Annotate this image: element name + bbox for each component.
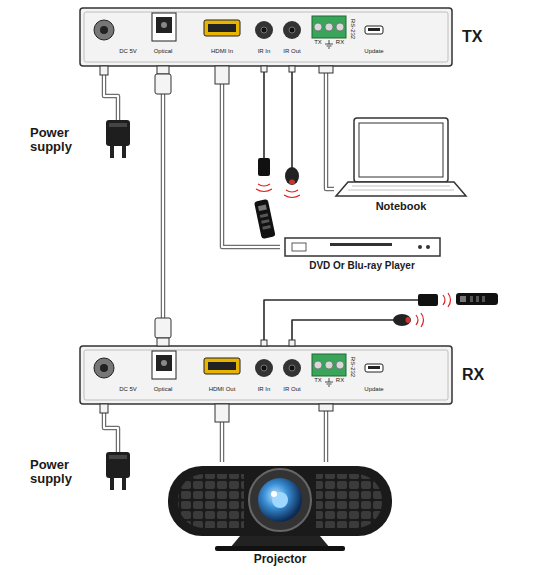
port-label: DC 5V [119, 48, 137, 55]
ir-emitter-tip [289, 180, 295, 185]
port-label: IR Out [283, 386, 300, 393]
ir-cable [263, 66, 265, 158]
device-caption: Projector [254, 553, 307, 566]
ir-wave [416, 313, 424, 327]
ir-emitter [285, 167, 299, 185]
media-player: DVD Or Blu-ray Player [280, 236, 445, 278]
notebook-drawing [336, 118, 466, 196]
port-label: IR In [258, 48, 271, 55]
ir-emitter-tip [406, 317, 411, 323]
port-label: HDMI In [211, 48, 233, 55]
cable-line [326, 66, 334, 189]
power-adapter [106, 120, 130, 158]
device-caption: Power supply [30, 126, 94, 155]
cable [326, 66, 334, 189]
port-label: Optical [154, 386, 173, 393]
ir-wave [443, 293, 451, 307]
cable-core [325, 404, 327, 462]
port-label: DC 5V [119, 386, 137, 393]
power-supply: Power supply [30, 452, 135, 500]
remote-control [254, 199, 276, 239]
ir-cable [291, 66, 293, 168]
transmitter-panel [80, 8, 452, 66]
receiver-panel [80, 346, 452, 404]
port-label: RX [336, 377, 344, 384]
cable [326, 404, 327, 462]
cable-line [324, 404, 329, 462]
notebook: Notebook [334, 116, 468, 218]
port-label: RS-232 [350, 19, 357, 39]
port-label: TX [314, 39, 322, 46]
ir-emitter [393, 314, 411, 326]
cable-line [161, 66, 166, 346]
receiver-unit: RXDC 5VOpticalHDMI OutIR InIR OutTXRXRS-… [80, 346, 452, 404]
port-label: HDMI Out [209, 386, 236, 393]
remote-control [456, 293, 498, 305]
projector: Projector [160, 462, 400, 572]
device-heading: RX [462, 366, 484, 384]
cable [163, 66, 164, 346]
cable [222, 66, 280, 247]
port-label: Update [364, 386, 383, 393]
projector-drawing [168, 466, 392, 551]
port-label: RX [336, 39, 344, 46]
cable-core [326, 66, 334, 189]
device-heading: TX [462, 28, 482, 46]
ir-wave [256, 184, 272, 192]
cable-line [222, 66, 280, 247]
port-label: Update [364, 48, 383, 55]
ir-cable [264, 300, 418, 346]
port-label: IR In [258, 386, 271, 393]
ir-cable [292, 320, 394, 346]
port-label: IR Out [283, 48, 300, 55]
power-supply: Power supply [30, 120, 135, 168]
ir-receiver [418, 294, 438, 306]
port-label: RS-232 [350, 357, 357, 377]
cable-plug [100, 66, 333, 422]
device-caption: DVD Or Blu-ray Player [309, 260, 415, 271]
cable-core [162, 66, 164, 346]
power-adapter [106, 452, 130, 490]
cable-core [222, 66, 280, 247]
dvd-player-drawing [285, 238, 440, 256]
transmitter-unit: TXDC 5VOpticalHDMI InIR InIR OutTXRXRS-2… [80, 8, 452, 66]
ir-wave [284, 190, 300, 198]
port-label: TX [314, 377, 322, 384]
device-caption: Power supply [30, 458, 94, 487]
port-label: Optical [154, 48, 173, 55]
device-caption: Notebook [376, 200, 427, 212]
ir-receiver [258, 158, 270, 176]
